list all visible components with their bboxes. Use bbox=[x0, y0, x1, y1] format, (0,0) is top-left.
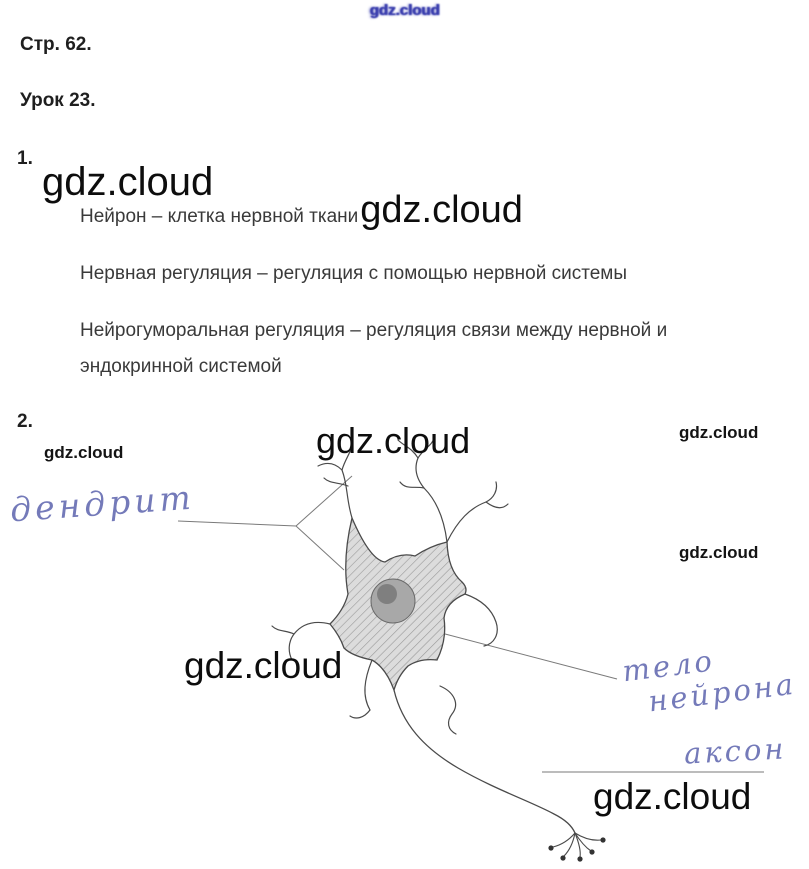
neuron-soma bbox=[329, 515, 467, 693]
neuron-nucleus bbox=[370, 578, 416, 624]
neuron-axon bbox=[393, 689, 576, 834]
pointer-line-cell-body bbox=[425, 628, 618, 680]
lesson-heading: Урок 23. bbox=[20, 90, 96, 111]
handwritten-label-axon: аксон bbox=[683, 731, 788, 771]
watermark-top: gdz.cloud bbox=[369, 2, 440, 19]
watermark-right-mid: gdz.cloud bbox=[679, 543, 759, 562]
page-number-heading: Стр. 62. bbox=[20, 34, 92, 55]
watermark-small-left: gdz.cloud bbox=[44, 443, 124, 462]
definition-neuron: Нейрон – клетка нервной ткани bbox=[80, 206, 359, 227]
watermark-bottom-right: gdz.cloud bbox=[593, 776, 752, 817]
handwritten-label-dendrites: дендрит bbox=[8, 477, 196, 530]
watermark-inline: gdz.cloud bbox=[360, 189, 523, 231]
handwritten-label-cell-body: тело нейрона bbox=[620, 635, 798, 722]
definition-neurohumoral-line2: эндокринной системой bbox=[80, 356, 282, 377]
axon-terminals bbox=[548, 832, 606, 862]
watermark-right-top: gdz.cloud bbox=[679, 423, 759, 442]
section-2-number: 2. bbox=[17, 411, 33, 432]
definition-neurohumoral-line1: Нейрогуморальная регуляция – регуляция с… bbox=[80, 320, 668, 341]
neuron-dendrites bbox=[271, 437, 509, 735]
watermark-left-large: gdz.cloud bbox=[184, 645, 343, 686]
watermark-large-section1: gdz.cloud bbox=[42, 160, 214, 204]
section-1-number: 1. bbox=[17, 148, 33, 169]
pointer-line-dendrites bbox=[177, 475, 353, 571]
definition-nervous-regulation: Нервная регуляция – регуляция с помощью … bbox=[80, 263, 627, 284]
definition-neuron-row: Нейрон – клетка нервной ткани gdz.cloud bbox=[80, 189, 523, 232]
watermark-center: gdz.cloud bbox=[316, 420, 471, 461]
